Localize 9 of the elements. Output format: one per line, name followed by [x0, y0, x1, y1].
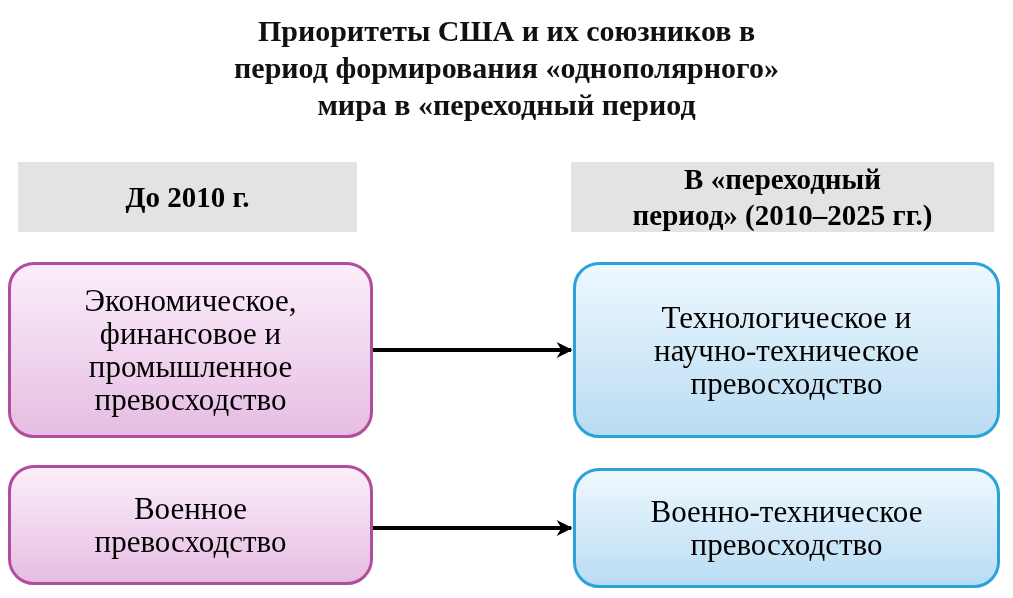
text-box: Военное превосходство [8, 465, 373, 585]
diagram-title: Приоритеты США и их союзников в период формирования «однополярного» мира в «переходный период [233, 13, 780, 123]
column-header: До 2010 г. [18, 162, 357, 232]
text-box: Технологическое и научно-техническое превосходство [573, 262, 1000, 438]
text-box: Военно-техническое превосходство [573, 468, 1000, 588]
arrow [373, 342, 573, 358]
text-box: Экономическое, финансовое и промышленное превосходство [8, 262, 373, 438]
arrow [373, 520, 573, 536]
column-header: В «переходный период» (2010–2025 гг.) [571, 162, 994, 232]
